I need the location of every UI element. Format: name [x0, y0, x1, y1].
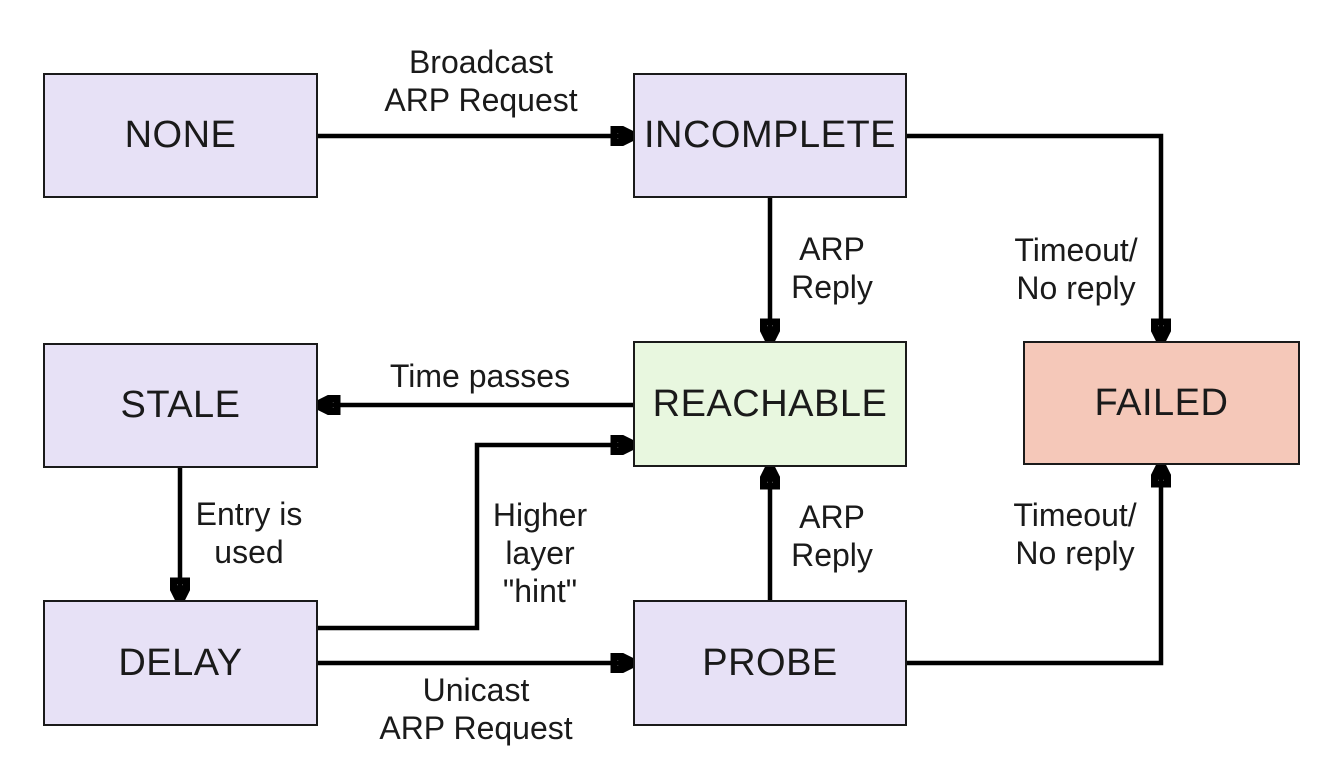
- transition-label-timeout-incomplete: Timeout/ No reply: [1014, 232, 1138, 306]
- state-box-stale: STALE: [43, 343, 318, 468]
- state-label-delay: DELAY: [118, 641, 243, 684]
- state-box-delay: DELAY: [43, 600, 318, 726]
- state-label-reachable: REACHABLE: [652, 382, 888, 425]
- arrow-probe-to-failed: [907, 465, 1161, 666]
- state-box-none: NONE: [43, 73, 318, 198]
- transition-label-broadcast-arp-request: Broadcast ARP Request: [384, 44, 578, 118]
- transition-label-higher-layer-hint: Higher layer "hint": [492, 497, 588, 609]
- state-label-probe: PROBE: [702, 641, 838, 684]
- state-label-failed: FAILED: [1094, 381, 1229, 424]
- state-label-none: NONE: [124, 114, 237, 156]
- state-label-stale: STALE: [120, 384, 241, 426]
- state-box-failed: FAILED: [1023, 341, 1300, 465]
- transition-label-time-passes: Time passes: [389, 358, 571, 394]
- state-box-probe: PROBE: [633, 600, 907, 726]
- transition-label-entry-is-used: Entry is used: [195, 496, 303, 570]
- transition-label-timeout-probe: Timeout/ No reply: [1013, 497, 1137, 571]
- state-box-reachable: REACHABLE: [633, 341, 907, 467]
- state-label-incomplete: INCOMPLETE: [643, 114, 897, 156]
- arrow-incomplete-to-failed: [907, 133, 1161, 341]
- arrow-delay-to-reachable: [318, 445, 633, 631]
- state-box-incomplete: INCOMPLETE: [633, 73, 907, 198]
- transition-label-arp-reply-probe: ARP Reply: [791, 499, 873, 573]
- transition-label-unicast-arp-request: Unicast ARP Request: [379, 672, 573, 746]
- transition-label-arp-reply-incomplete: ARP Reply: [791, 231, 873, 305]
